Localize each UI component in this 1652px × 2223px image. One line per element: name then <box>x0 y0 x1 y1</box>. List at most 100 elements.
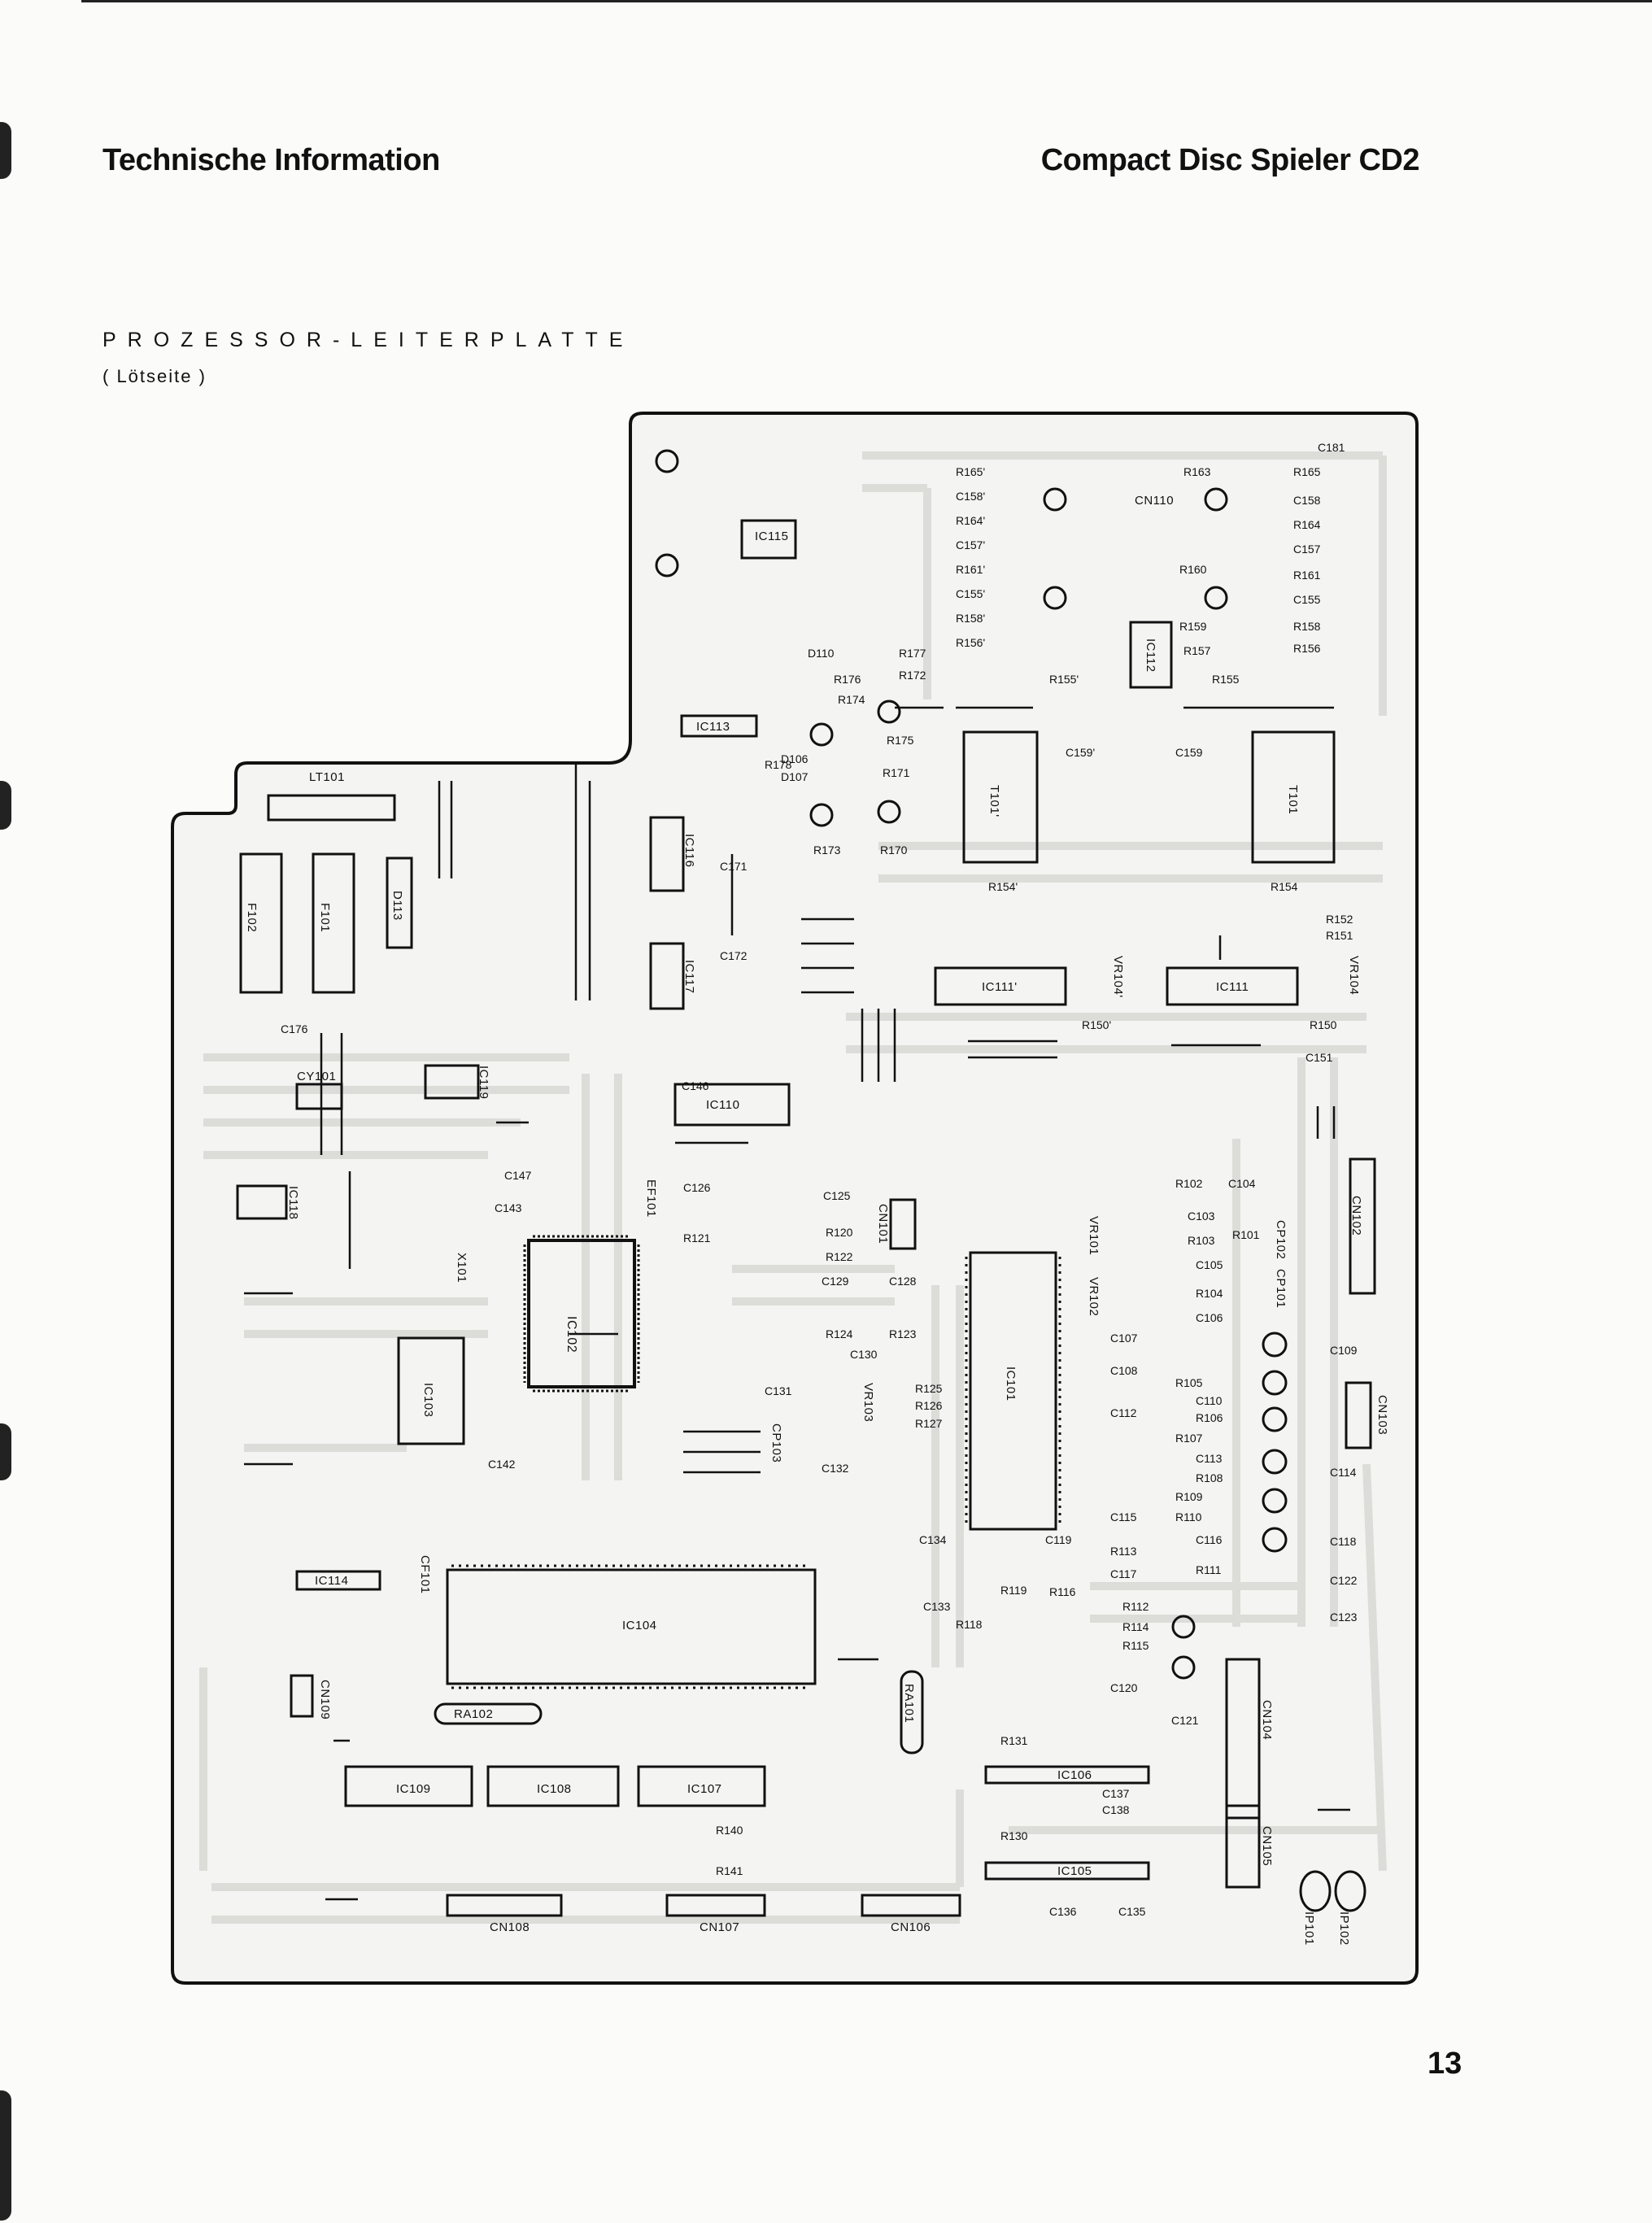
t101-prime-body <box>962 730 1039 864</box>
svg-text:C147: C147 <box>504 1169 532 1182</box>
svg-text:R114: R114 <box>1122 1620 1149 1633</box>
vr102-label: VR102 <box>1087 1277 1101 1316</box>
ip102-label: IP102 <box>1337 1911 1351 1946</box>
ic103-body <box>397 1336 465 1445</box>
svg-text:R150': R150' <box>1082 1018 1111 1031</box>
ic107-body <box>637 1765 766 1807</box>
header-right-title: Compact Disc Spieler CD2 <box>1040 143 1420 177</box>
svg-text:C128: C128 <box>889 1275 917 1288</box>
f102-label: F102 <box>245 903 259 932</box>
svg-text:R152: R152 <box>1326 913 1353 926</box>
ic104-body <box>446 1568 817 1685</box>
ic105-label: IC105 <box>1057 1864 1092 1878</box>
ic108-label: IC108 <box>537 1782 572 1796</box>
ic101-body <box>969 1251 1057 1531</box>
page-number: 13 <box>1428 2046 1462 2081</box>
svg-text:R172: R172 <box>899 669 926 682</box>
lt101-body <box>267 794 396 822</box>
vr104-label: VR104 <box>1347 956 1361 995</box>
svg-text:R176: R176 <box>834 673 861 686</box>
cn106-label: CN106 <box>891 1920 931 1934</box>
svg-text:R164: R164 <box>1293 518 1321 531</box>
t101-body <box>1251 730 1336 864</box>
svg-text:R112: R112 <box>1122 1600 1149 1613</box>
svg-text:R161: R161 <box>1293 569 1321 582</box>
svg-text:R125: R125 <box>915 1382 943 1395</box>
cp102-label: CP102 <box>1274 1220 1288 1259</box>
svg-text:R174: R174 <box>838 693 865 706</box>
svg-text:R101: R101 <box>1232 1228 1260 1241</box>
svg-text:R170: R170 <box>880 843 908 857</box>
svg-text:R113: R113 <box>1110 1545 1137 1558</box>
top-rule <box>81 0 1652 2</box>
svg-text:C116: C116 <box>1196 1533 1223 1546</box>
svg-text:C136: C136 <box>1049 1905 1077 1918</box>
ic118-label: IC118 <box>286 1186 300 1219</box>
svg-text:R108: R108 <box>1196 1471 1223 1484</box>
ic107-label: IC107 <box>687 1782 722 1796</box>
ic106-label: IC106 <box>1057 1768 1092 1782</box>
binding-hole-mark <box>0 781 11 830</box>
svg-text:R151: R151 <box>1326 929 1353 942</box>
ic110-body <box>673 1083 791 1127</box>
svg-text:R154: R154 <box>1271 880 1298 893</box>
svg-text:C133: C133 <box>923 1600 951 1613</box>
svg-text:C123: C123 <box>1330 1611 1358 1624</box>
cn107-label: CN107 <box>700 1920 739 1934</box>
svg-text:C155': C155' <box>956 587 985 600</box>
svg-text:R127: R127 <box>915 1417 943 1430</box>
header-left-title: Technische Information <box>102 143 440 177</box>
ic111p-label: IC111' <box>982 980 1018 994</box>
binding-hole-mark <box>0 2090 11 2221</box>
cn103-label: CN103 <box>1375 1395 1389 1435</box>
svg-text:R160: R160 <box>1179 563 1207 576</box>
svg-text:C131: C131 <box>765 1384 792 1397</box>
svg-text:C142: C142 <box>488 1458 516 1471</box>
svg-text:C118: C118 <box>1330 1535 1357 1548</box>
ic116-label: IC116 <box>682 834 696 867</box>
svg-text:C119: C119 <box>1045 1533 1072 1546</box>
svg-text:C126: C126 <box>683 1181 711 1194</box>
svg-text:C135: C135 <box>1118 1905 1146 1918</box>
svg-text:C108: C108 <box>1110 1364 1138 1377</box>
svg-text:R177: R177 <box>899 647 926 660</box>
ic103-label: IC103 <box>421 1383 435 1418</box>
svg-text:C176: C176 <box>281 1022 308 1035</box>
ic-pin-rows <box>451 1235 1061 1689</box>
svg-text:R126: R126 <box>915 1399 943 1412</box>
cp103-label: CP103 <box>769 1423 783 1462</box>
svg-text:R155': R155' <box>1049 673 1079 686</box>
ic114-body <box>295 1570 381 1591</box>
svg-text:R164': R164' <box>956 514 985 527</box>
f102-body <box>239 852 283 994</box>
vr101-label: VR101 <box>1087 1216 1101 1255</box>
svg-text:C157': C157' <box>956 538 985 551</box>
svg-text:R140: R140 <box>716 1824 743 1837</box>
x101-label: X101 <box>455 1253 469 1283</box>
ic102-body <box>527 1239 636 1388</box>
cn109-body <box>290 1674 314 1718</box>
svg-text:C122: C122 <box>1330 1574 1358 1587</box>
svg-text:R165': R165' <box>956 465 985 478</box>
svg-text:C114: C114 <box>1330 1466 1357 1479</box>
svg-text:C158: C158 <box>1293 494 1321 507</box>
binding-hole-mark <box>0 1423 11 1480</box>
svg-text:R118: R118 <box>956 1618 983 1631</box>
svg-text:R115: R115 <box>1122 1639 1149 1652</box>
svg-text:C125: C125 <box>823 1189 851 1202</box>
svg-text:C134: C134 <box>919 1533 947 1546</box>
svg-text:C120: C120 <box>1110 1681 1138 1694</box>
svg-text:R107: R107 <box>1175 1432 1203 1445</box>
ic105-body <box>984 1861 1150 1881</box>
ic115-body <box>740 519 797 560</box>
ic119-label: IC119 <box>477 1066 490 1099</box>
cn101-body <box>889 1198 917 1250</box>
svg-text:R178: R178 <box>765 758 792 771</box>
ra101-body <box>900 1670 924 1754</box>
ic115-label: IC115 <box>755 530 788 543</box>
svg-text:C104: C104 <box>1228 1177 1256 1190</box>
svg-text:R102: R102 <box>1175 1177 1203 1190</box>
ic119-body <box>424 1064 480 1100</box>
component-bodies <box>236 519 1376 1917</box>
ic114-label: IC114 <box>315 1574 348 1588</box>
